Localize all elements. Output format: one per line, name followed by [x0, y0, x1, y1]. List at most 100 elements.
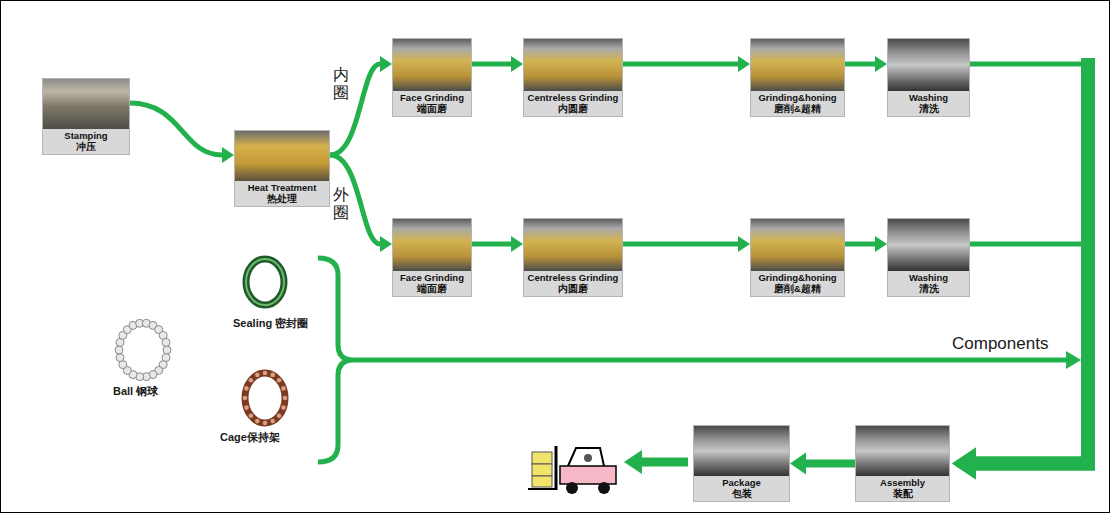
flow-arrow — [472, 56, 523, 72]
process-box: Centreless Grinding内圆磨 — [523, 218, 623, 297]
shipping-arrow-head — [624, 450, 642, 474]
step-name: Stamping — [64, 130, 107, 141]
caption-strip: Centreless Grinding内圆磨 — [524, 271, 622, 296]
flow-arrow — [790, 453, 855, 475]
arrow-head — [380, 56, 392, 72]
cage-pocket — [244, 386, 249, 391]
sealing-ring-highlight — [246, 259, 284, 305]
step-name: Face Grinding — [400, 92, 464, 103]
cage-pocket — [277, 413, 282, 418]
arrow-head — [875, 56, 887, 72]
forklift-icon — [528, 446, 616, 494]
steel-ball — [115, 346, 123, 354]
step-name: Assembly — [880, 477, 925, 488]
ring-type-label: 外圈 — [333, 186, 349, 221]
arrow-head — [875, 236, 887, 252]
arrow-head — [738, 56, 750, 72]
flow-arrow-line — [472, 62, 512, 67]
cage-pocket — [263, 371, 268, 376]
machine-photo — [393, 219, 471, 271]
flow-arrow — [623, 236, 750, 252]
process-box: Face Grinding端面磨 — [392, 218, 472, 297]
arrow-head — [222, 147, 234, 163]
flow-arrow-line — [623, 62, 739, 67]
step-name-zh: 清洗 — [919, 103, 939, 114]
components-bracket — [318, 258, 350, 462]
process-box: Stamping冲压 — [42, 78, 130, 155]
cage-pocket — [283, 396, 288, 401]
flow-arrow-line — [970, 62, 1084, 67]
cage-pocket — [270, 419, 275, 424]
process-box: Washing清洗 — [887, 218, 970, 297]
machine-photo — [694, 426, 789, 476]
cage-pocket — [281, 405, 286, 410]
cage-pocket — [255, 373, 260, 378]
flow-arrow-line — [623, 242, 739, 247]
process-box: Centreless Grinding内圆磨 — [523, 38, 623, 117]
flow-arrow — [472, 236, 523, 252]
steel-ball — [116, 354, 124, 362]
step-name-zh: 端面磨 — [417, 283, 447, 294]
caption-strip: Assembly装配 — [856, 476, 949, 501]
machine-photo — [888, 219, 969, 271]
step-name-zh: 内圆磨 — [558, 283, 588, 294]
step-name-zh: 热处理 — [267, 193, 297, 204]
process-box: Heat Treatment热处理 — [234, 130, 330, 207]
process-box: Grinding&honing磨削&超精 — [750, 38, 845, 117]
machine-photo — [856, 426, 949, 476]
process-box: Washing清洗 — [887, 38, 970, 117]
process-box: Assembly装配 — [855, 425, 950, 502]
caption-strip: Grinding&honing磨削&超精 — [751, 91, 844, 116]
arrow-head — [738, 236, 750, 252]
step-name: Heat Treatment — [248, 182, 317, 193]
machine-photo — [393, 39, 471, 91]
step-name-zh: 清洗 — [919, 283, 939, 294]
step-name: Grinding&honing — [758, 92, 836, 103]
flow-arrow-line — [472, 242, 512, 247]
machine-photo — [235, 131, 329, 181]
flow-arrow-line — [330, 64, 380, 155]
process-box: Face Grinding端面磨 — [392, 38, 472, 117]
flow-arrow — [623, 56, 750, 72]
step-name-zh: 磨削&超精 — [774, 103, 821, 114]
forklift-wheel — [566, 482, 578, 494]
caption-strip: Face Grinding端面磨 — [393, 91, 471, 116]
machine-photo — [751, 219, 844, 271]
step-name: Washing — [909, 272, 948, 283]
flow-arrow — [330, 56, 392, 155]
flow-arrow — [845, 56, 887, 72]
cage-ring — [243, 371, 288, 426]
step-name: Centreless Grinding — [528, 272, 619, 283]
flow-arrow — [130, 103, 234, 163]
step-name: Face Grinding — [400, 272, 464, 283]
caption-strip: Centreless Grinding内圆磨 — [524, 91, 622, 116]
cage-pocket — [277, 378, 282, 383]
caption-strip: Washing清洗 — [888, 91, 969, 116]
shipping-arrow-line — [640, 458, 688, 467]
flow-arrow — [952, 58, 1088, 480]
machine-photo — [43, 79, 129, 129]
step-name-zh: 磨削&超精 — [774, 283, 821, 294]
process-box: Grinding&honing磨削&超精 — [750, 218, 845, 297]
component-label: Cage保持架 — [220, 430, 280, 445]
ring-type-label: 内圈 — [333, 66, 349, 101]
arrow-head — [952, 448, 976, 480]
step-name-zh: 包装 — [732, 488, 752, 499]
ball-ring — [115, 319, 171, 380]
component-label: Sealing 密封圈 — [233, 316, 308, 331]
flow-arrow-line — [130, 103, 222, 155]
caption-strip: Face Grinding端面磨 — [393, 271, 471, 296]
cage-pocket — [255, 419, 260, 424]
forklift-load — [532, 464, 552, 476]
cage-pocket — [249, 413, 254, 418]
cage-pocket — [243, 396, 248, 401]
flow-arrow — [330, 155, 392, 252]
cage-pocket — [249, 378, 254, 383]
step-name-zh: 端面磨 — [417, 103, 447, 114]
components-arrow-line — [350, 358, 1070, 363]
machine-photo — [524, 219, 622, 271]
machine-photo — [888, 39, 969, 91]
process-box: Package包装 — [693, 425, 790, 502]
